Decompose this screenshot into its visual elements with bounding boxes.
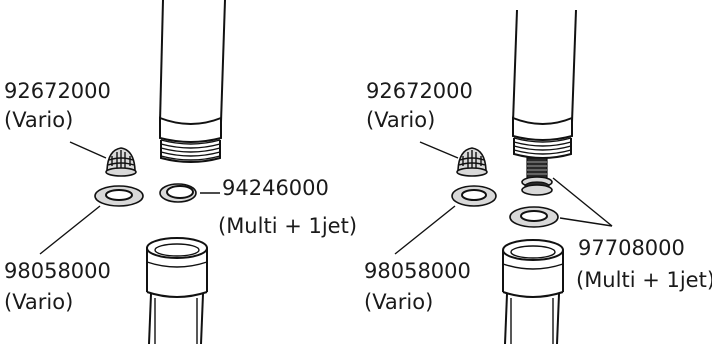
left-leader-lines (39, 141, 220, 255)
left-hose-connector (146, 237, 208, 344)
left-label-mid-code: 94246000 (222, 176, 329, 200)
left-shower-handle (159, 0, 226, 163)
right-label-bottom-variant: (Vario) (364, 290, 434, 314)
left-label-bottom-variant: (Vario) (4, 290, 74, 314)
right-leader-lines (394, 141, 613, 255)
left-washer-98058000 (94, 185, 144, 207)
right-label-top-code: 92672000 (366, 79, 473, 103)
right-label-top-variant: (Vario) (366, 108, 436, 132)
right-label-mid-code: 97708000 (578, 236, 685, 260)
right-label-mid-variant: (Multi + 1jet) (576, 268, 712, 292)
left-label-mid-variant: (Multi + 1jet) (218, 214, 358, 238)
right-valve-insert-97708000 (521, 157, 553, 196)
left-label-top-code: 92672000 (4, 79, 111, 103)
left-label-bottom-code: 98058000 (4, 259, 111, 283)
right-hose-connector (502, 239, 564, 344)
right-washer-98058000 (451, 185, 497, 207)
left-seal-94246000 (159, 183, 197, 203)
right-filter-screen-92672000 (456, 147, 488, 177)
right-washer-97708000 (509, 206, 559, 228)
right-shower-handle (512, 9, 577, 159)
left-filter-screen-92672000 (105, 147, 137, 177)
left-label-top-variant: (Vario) (4, 108, 74, 132)
right-label-bottom-code: 98058000 (364, 259, 471, 283)
